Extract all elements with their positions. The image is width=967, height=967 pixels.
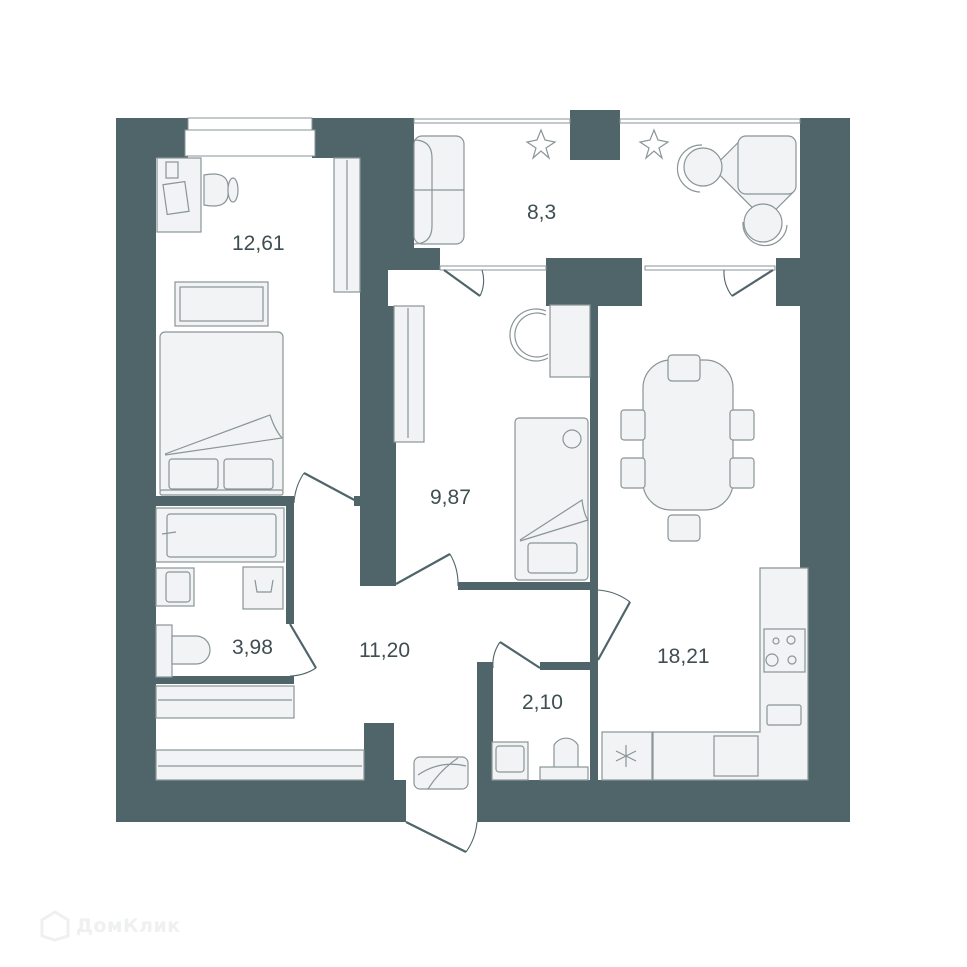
watermark-text: ДомКлик (76, 915, 181, 937)
bathroom-area-label: 3,98 (232, 636, 273, 659)
hallway-furniture (155, 749, 469, 790)
hallway-area-label: 11,20 (359, 639, 410, 662)
watermark-logo: ДомКлик (40, 910, 181, 942)
kids-room-area-label: 9,87 (430, 486, 471, 509)
wc-area-label: 2,10 (522, 691, 563, 714)
wc-furniture (491, 737, 589, 781)
bedroom-furniture (156, 157, 361, 496)
doors (289, 269, 774, 853)
bedroom-area-label: 12,61 (232, 232, 285, 255)
bathroom-furniture (155, 507, 295, 719)
domclick-house-icon (40, 910, 70, 942)
balcony-area-label: 8,3 (527, 201, 556, 224)
walls (116, 110, 850, 822)
balcony-furniture (413, 128, 797, 247)
kitchen-furniture (601, 354, 809, 781)
kitchen-area-label: 18,21 (657, 645, 710, 668)
windows (184, 117, 801, 271)
kids-room-furniture (393, 304, 591, 581)
